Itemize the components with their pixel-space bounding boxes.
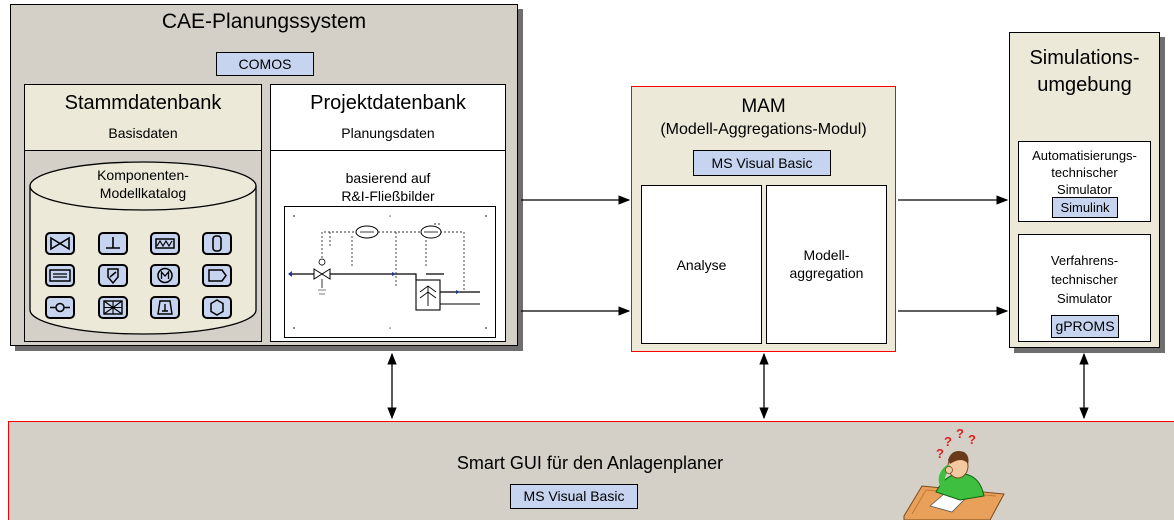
stammdatenbank-title: Stammdatenbank: [64, 92, 222, 114]
auto-line2: technischer: [1051, 165, 1118, 180]
sim-title-line2: umgebung: [1037, 74, 1132, 96]
catalog-label-line1: Komponenten-: [97, 167, 189, 183]
check-icon: [98, 264, 128, 287]
stammdatenbank-header: [24, 84, 262, 151]
ri-note-line1: basierend auf: [345, 170, 431, 186]
heater-icon: [150, 232, 180, 255]
verf-line1: Verfahrens-: [1050, 253, 1119, 268]
pump-motor-icon: [98, 232, 128, 255]
analyse-box: [641, 185, 762, 344]
basisdaten-label: Basisdaten: [108, 125, 178, 141]
projektdatenbank-header: [270, 84, 506, 151]
svg-text:?: ?: [944, 434, 952, 449]
simulink-tag: Simulink: [1052, 197, 1118, 218]
mam-subtitle: (Modell-Aggregations-Modul): [660, 121, 867, 138]
ri-note-line2: R&I-Fließbilder: [341, 188, 435, 204]
mixer-icon: [98, 296, 128, 319]
pid-flowsheet-drawing: [284, 206, 496, 338]
auto-line3: Simulator: [1057, 182, 1112, 197]
smart-gui-title: Smart GUI für den Anlagenplaner: [456, 453, 724, 473]
auto-line1: Automatisierungs-: [1032, 148, 1137, 163]
comos-tag: COMOS: [216, 52, 314, 76]
verf-line2: technischer: [1051, 272, 1118, 287]
svg-text:?: ?: [956, 426, 964, 441]
tank-icon: [202, 296, 232, 319]
mam-vb-tag: MS Visual Basic: [693, 150, 831, 176]
cae-title: CAE-Planungssystem: [161, 10, 367, 33]
verf-line3: Simulator: [1057, 291, 1112, 306]
catalog-label-line2: Modellkatalog: [99, 185, 187, 201]
motor-icon: [150, 264, 180, 287]
exchanger-icon: [45, 264, 75, 287]
confused-planner-illustration: ????: [903, 426, 1005, 520]
modell-aggregation-box: [766, 185, 887, 344]
projektdatenbank-title: Projektdatenbank: [310, 92, 466, 114]
sim-title-line1: Simulations-: [1029, 47, 1140, 69]
analyse-label: Analyse: [676, 257, 727, 273]
vessel-icon: [202, 232, 232, 255]
mam-title: MAM: [741, 96, 786, 117]
filter-icon: [150, 296, 180, 319]
model-catalog-cylinder: [29, 161, 257, 335]
svg-text:?: ?: [968, 432, 976, 447]
valve-icon: [45, 232, 75, 255]
gui-vb-tag: MS Visual Basic: [510, 484, 638, 509]
gproms-tag: gPROMS: [1051, 315, 1119, 338]
flow-element-icon: [45, 296, 75, 319]
aggregation-label-line2: aggregation: [789, 265, 864, 281]
aggregation-label-line1: Modell-: [803, 247, 850, 263]
planungsdaten-label: Planungsdaten: [341, 125, 435, 141]
nozzle-icon: [202, 264, 232, 287]
svg-text:?: ?: [936, 446, 944, 461]
